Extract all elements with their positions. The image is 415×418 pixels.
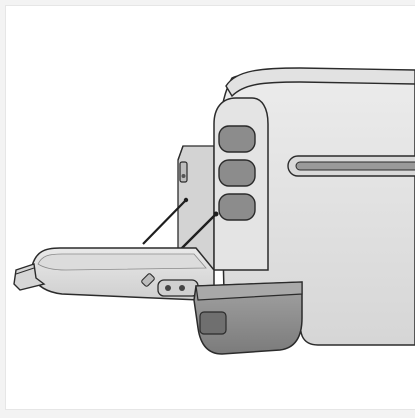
tailgate-hinge	[157, 279, 199, 297]
taillight-lens-top	[218, 125, 256, 153]
support-cable-far	[142, 199, 187, 245]
hinge-bolt-left	[165, 285, 171, 291]
bumper-step-pad	[199, 311, 227, 335]
bed-rail-top	[225, 67, 415, 98]
side-trim-strip-inner	[295, 161, 415, 171]
tailgate-top-surface	[37, 253, 207, 271]
cable-end-clip	[141, 273, 155, 287]
cable-anchor-near	[213, 211, 219, 217]
tailgate-lip-edge	[15, 267, 35, 275]
bumper-top-face	[195, 281, 303, 301]
inner-latch-bolt	[181, 174, 186, 178]
tailgate-lip	[13, 263, 46, 291]
taillight-lens-middle	[218, 159, 256, 187]
cable-anchor-far	[183, 197, 189, 203]
rear-bumper	[193, 281, 303, 355]
inner-latch	[179, 161, 188, 183]
taillight-lens-bottom	[218, 193, 256, 221]
hinge-bolt-right	[179, 285, 185, 291]
bed-inner-wall-edge	[177, 145, 184, 161]
